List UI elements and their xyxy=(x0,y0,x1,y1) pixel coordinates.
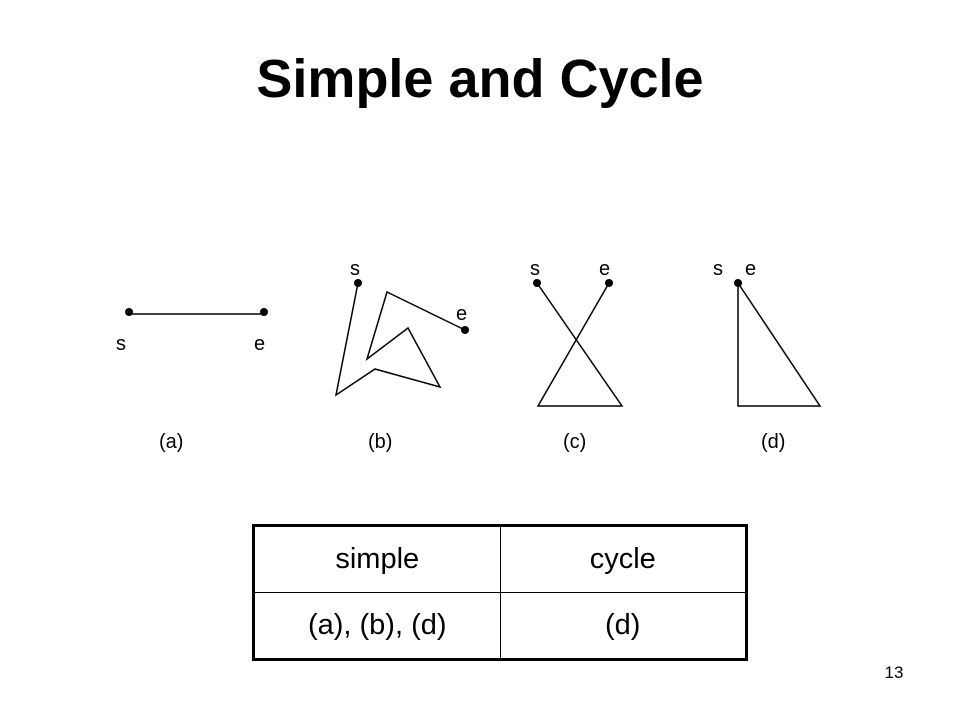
path-b-end-label: e xyxy=(456,303,467,325)
path-c-end-vertex xyxy=(605,279,613,287)
caption-d: (d) xyxy=(761,431,785,453)
classification-table: simple cycle (a), (b), (d) (d) xyxy=(252,524,748,661)
path-c-start-vertex xyxy=(533,279,541,287)
path-d-end-label: e xyxy=(745,258,756,280)
page-number: 13 xyxy=(884,663,904,682)
path-b-start-label: s xyxy=(350,258,360,280)
path-b-end-vertex xyxy=(461,326,469,334)
path-b-start-vertex xyxy=(354,279,362,287)
path-a-end-vertex xyxy=(260,308,268,316)
cell-cycle-value: (d) xyxy=(499,592,747,660)
header-cycle: cycle xyxy=(499,525,747,593)
diagram-d: s e (d) xyxy=(713,258,822,453)
path-a-end-label: e xyxy=(254,333,265,355)
path-a-start-label: s xyxy=(116,333,126,355)
table-header-row: simple cycle xyxy=(253,525,747,593)
diagram-a: s e (a) xyxy=(116,308,268,453)
cell-simple-value: (a), (b), (d) xyxy=(253,592,501,660)
header-simple: simple xyxy=(253,525,501,593)
path-c-edges xyxy=(536,282,624,407)
path-c-start-label: s xyxy=(530,258,540,280)
caption-b: (b) xyxy=(368,431,392,453)
table-row: (a), (b), (d) (d) xyxy=(253,592,747,660)
path-d-start-end-vertex xyxy=(734,279,742,287)
path-c-end-label: e xyxy=(599,258,610,280)
path-d-start-label: s xyxy=(713,258,723,280)
caption-c: (c) xyxy=(563,431,586,453)
caption-a: (a) xyxy=(159,431,183,453)
path-b-edges xyxy=(334,282,466,397)
diagram-b: s e (b) xyxy=(334,258,469,453)
diagram-c: s e (c) xyxy=(530,258,624,453)
slide-title: Simple and Cycle xyxy=(256,49,704,109)
path-d-edges xyxy=(737,280,822,407)
path-a-start-vertex xyxy=(125,308,133,316)
